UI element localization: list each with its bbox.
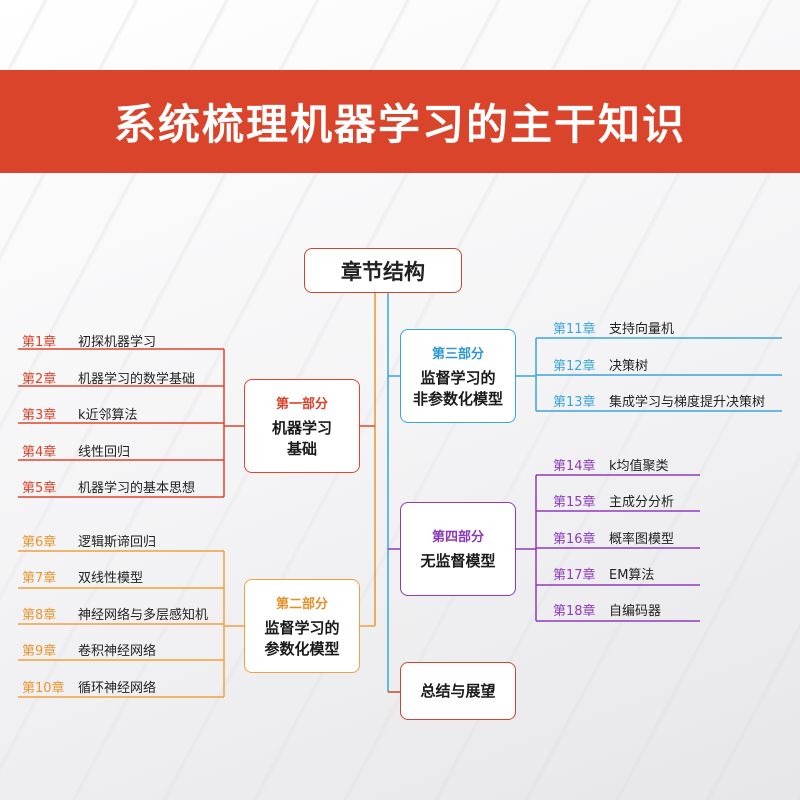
chapter-item: 第1章 初探机器学习 xyxy=(22,330,156,350)
chapter-title: 初探机器学习 xyxy=(78,334,157,350)
chapter-item: 第13章 集成学习与梯度提升决策树 xyxy=(553,390,765,410)
chapter-title: 支持向量机 xyxy=(609,321,675,337)
root-node: 章节结构 xyxy=(304,248,462,293)
chapter-number: 第9章 xyxy=(22,643,57,659)
chapter-number: 第4章 xyxy=(22,444,57,460)
chapter-number: 第12章 xyxy=(553,358,596,374)
chapter-title: 机器学习的基本思想 xyxy=(78,480,196,496)
chapter-number: 第2章 xyxy=(22,371,57,387)
chapter-title: 概率图模型 xyxy=(609,531,675,547)
chapter-number: 第16章 xyxy=(553,531,596,547)
chapter-number: 第17章 xyxy=(553,567,596,583)
chapter-item: 第15章 主成分分析 xyxy=(553,490,674,510)
chapter-title: k近邻算法 xyxy=(78,407,138,423)
chapter-number: 第3章 xyxy=(22,407,57,423)
part3-name-line2: 非参数化模型 xyxy=(412,389,503,408)
chapter-item: 第2章 机器学习的数学基础 xyxy=(22,367,195,387)
chapter-title: 决策树 xyxy=(609,358,649,374)
part3-node: 第三部分 监督学习的 非参数化模型 xyxy=(400,329,516,423)
chapter-number: 第8章 xyxy=(22,607,57,623)
chapter-number: 第5章 xyxy=(22,480,57,496)
part1-name-line2: 基础 xyxy=(286,439,317,458)
part1-name-line1: 机器学习 xyxy=(271,418,332,437)
chapter-number: 第7章 xyxy=(22,570,57,586)
chapter-title: 主成分分析 xyxy=(609,494,675,510)
part3-name-line1: 监督学习的 xyxy=(420,368,496,387)
chapter-title: 循环神经网络 xyxy=(78,680,157,696)
part3-label: 第三部分 xyxy=(431,346,484,362)
summary-node: 总结与展望 xyxy=(400,662,516,720)
chapter-title: 逻辑斯谛回归 xyxy=(78,534,157,550)
chapter-title: 机器学习的数学基础 xyxy=(78,371,196,387)
chapter-title: 双线性模型 xyxy=(78,570,144,586)
chapter-title: k均值聚类 xyxy=(609,458,669,474)
chapter-item: 第3章 k近邻算法 xyxy=(22,403,138,423)
chapter-item: 第9章 卷积神经网络 xyxy=(22,639,156,659)
chapter-title: EM算法 xyxy=(609,567,655,583)
chapter-number: 第13章 xyxy=(553,394,596,410)
part2-name-line1: 监督学习的 xyxy=(264,618,340,637)
chapter-item: 第11章 支持向量机 xyxy=(553,317,674,337)
summary-name: 总结与展望 xyxy=(420,681,496,700)
chapter-number: 第10章 xyxy=(22,680,65,696)
chapter-title: 神经网络与多层感知机 xyxy=(78,607,209,623)
chapter-item: 第12章 决策树 xyxy=(553,354,648,374)
chapter-title: 线性回归 xyxy=(78,444,131,460)
chapter-item: 第6章 逻辑斯谛回归 xyxy=(22,530,156,550)
chapter-item: 第10章 循环神经网络 xyxy=(22,676,156,696)
chapter-number: 第15章 xyxy=(553,494,596,510)
chapter-item: 第7章 双线性模型 xyxy=(22,566,143,586)
root-label: 章节结构 xyxy=(341,259,425,284)
chapter-number: 第1章 xyxy=(22,334,57,350)
chapter-item: 第5章 机器学习的基本思想 xyxy=(22,476,195,496)
part2-node: 第二部分 监督学习的 参数化模型 xyxy=(244,579,360,673)
chapter-item: 第17章 EM算法 xyxy=(553,563,654,583)
title-banner: 系统梳理机器学习的主干知识 xyxy=(0,70,800,173)
chapter-item: 第8章 神经网络与多层感知机 xyxy=(22,603,208,623)
chapter-number: 第14章 xyxy=(553,458,596,474)
part4-node: 第四部分 无监督模型 xyxy=(400,502,516,596)
part1-node: 第一部分 机器学习 基础 xyxy=(244,379,360,473)
chapter-number: 第18章 xyxy=(553,603,596,619)
chapter-number: 第6章 xyxy=(22,534,57,550)
chapter-title: 卷积神经网络 xyxy=(78,643,157,659)
chapter-title: 自编码器 xyxy=(609,603,662,619)
page-title: 系统梳理机器学习的主干知识 xyxy=(113,100,686,149)
part2-name-line2: 参数化模型 xyxy=(264,639,340,658)
chapter-title: 集成学习与梯度提升决策树 xyxy=(609,394,766,410)
part4-name: 无监督模型 xyxy=(420,552,496,570)
chapter-item: 第18章 自编码器 xyxy=(553,599,661,619)
chapter-item: 第16章 概率图模型 xyxy=(553,527,674,547)
chapter-item: 第4章 线性回归 xyxy=(22,440,130,460)
part4-label: 第四部分 xyxy=(431,530,484,545)
part2-label: 第二部分 xyxy=(275,596,328,612)
chapter-number: 第11章 xyxy=(553,321,596,337)
chapter-item: 第14章 k均值聚类 xyxy=(553,454,669,474)
part1-label: 第一部分 xyxy=(275,396,328,412)
